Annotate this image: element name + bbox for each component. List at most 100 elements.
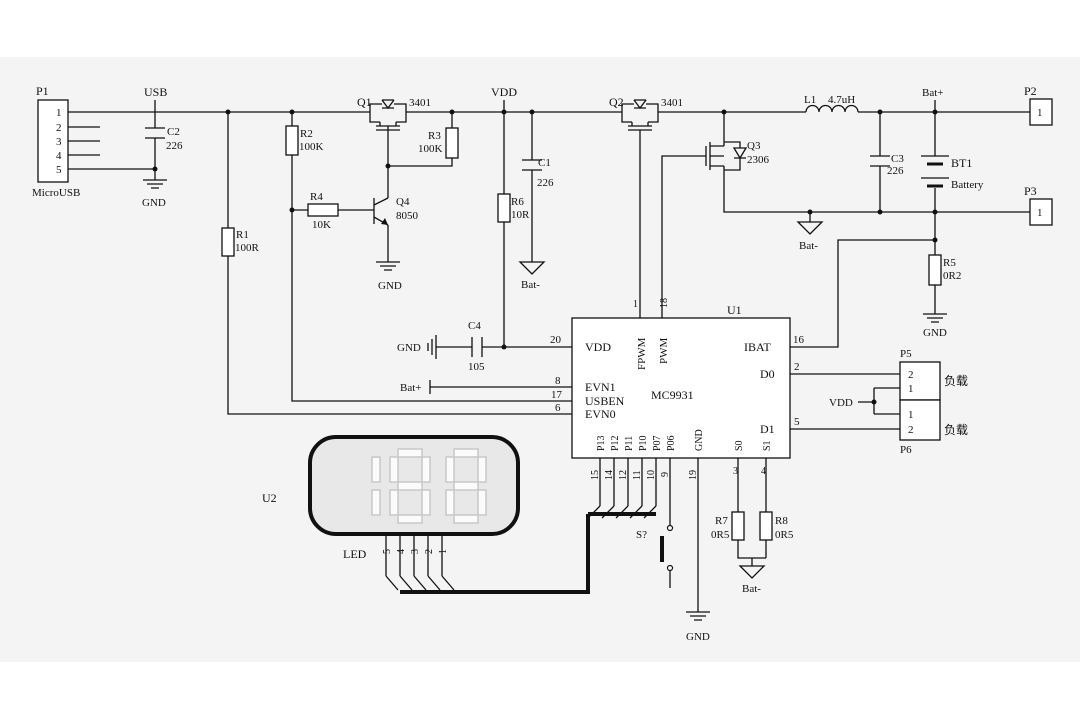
ic-u1: U1 MC9931 VDD EVN1 USBEN EVN0 IBAT D0 D1…: [550, 298, 805, 480]
resistor-r8: R8 0R5: [759, 511, 794, 541]
c3-value: 226: [887, 165, 904, 177]
u1-pinnum-p07: 10: [646, 470, 657, 480]
bt1-value: Battery: [951, 179, 984, 191]
p1-pin-1: 1: [56, 107, 62, 119]
c1-value: 226: [537, 177, 554, 189]
led-segment-g: [453, 481, 479, 491]
p3-pin-1: 1: [1037, 207, 1043, 219]
led-name: LED: [343, 547, 367, 561]
bat-minus-symbol-c1: Bat-: [518, 261, 546, 291]
r8-value: 0R5: [775, 529, 794, 541]
wires: [68, 111, 1030, 612]
gnd-label-c4: GND: [397, 342, 421, 354]
led-pin-1: 1: [438, 549, 449, 554]
battery-bt1: BT1 Battery: [921, 155, 984, 191]
u1-pin-fpwm: FPWM: [636, 337, 648, 370]
p2-pin-1: 1: [1037, 107, 1043, 119]
p6-ref: P6: [900, 444, 912, 456]
q2-ref: Q2: [609, 95, 624, 109]
capacitor-c3: C3 226: [870, 153, 904, 177]
inductor-l1: L1 4.7uH: [804, 94, 859, 113]
c1-ref: C1: [538, 157, 551, 169]
r4-ref: R4: [310, 191, 323, 203]
p5-label: 负载: [944, 374, 968, 388]
ground-symbol-p1: GND: [142, 179, 167, 209]
gnd-label-u1: GND: [686, 631, 710, 643]
u1-pin-s0: S0: [734, 440, 745, 451]
led-segment-c: [477, 489, 487, 516]
q4-ref: Q4: [396, 196, 410, 208]
c2-value: 226: [166, 140, 183, 152]
bat-minus-label-q3: Bat-: [799, 240, 818, 252]
u1-pin-p06: P06: [666, 435, 677, 451]
ground-symbol-u1: GND: [686, 611, 710, 643]
u1-pin-evn0: EVN0: [585, 407, 616, 421]
ground-symbol-c4: GND: [397, 335, 437, 359]
resistor-r5: R5 0R2: [928, 254, 961, 286]
u1-pinnum-p11: 12: [618, 470, 629, 480]
u1-pin-vdd: VDD: [585, 340, 611, 354]
gnd-label-p1: GND: [142, 197, 166, 209]
led-digits: [371, 448, 487, 524]
r7-ref: R7: [715, 515, 728, 527]
u1-pinnum-pwm: 18: [659, 298, 670, 308]
r8-ref: R8: [775, 515, 788, 527]
r1-value: 100R: [235, 242, 260, 254]
r5-ref: R5: [943, 257, 956, 269]
led-segment-c: [371, 489, 381, 516]
u1-pinnum-d1: 5: [794, 416, 800, 428]
led-segment-e: [445, 489, 455, 516]
led-segment-a: [453, 448, 479, 458]
u1-pin-gnd: GND: [694, 429, 705, 451]
p6-pin-1: 1: [908, 409, 914, 421]
q3-value: 2306: [747, 154, 770, 166]
gnd-label-q4: GND: [378, 280, 402, 292]
led-segment-f: [389, 456, 399, 483]
led-segment-a: [397, 448, 423, 458]
bat-minus-label-c1: Bat-: [521, 279, 540, 291]
resistor-r2: R2 100K: [285, 125, 324, 156]
r3-value: 100K: [418, 143, 443, 155]
net-usb-label: USB: [144, 85, 167, 99]
r7-value: 0R5: [711, 529, 730, 541]
c4-value: 105: [468, 361, 485, 373]
connector-p3: P3 1: [1024, 184, 1053, 226]
u1-pin-ibat: IBAT: [744, 340, 771, 354]
u1-pinnum-d0: 2: [794, 361, 800, 373]
ground-symbol-q4: GND: [376, 261, 402, 292]
u1-pinnum-p10: 11: [632, 470, 643, 480]
connector-p2: P2 1: [1024, 84, 1053, 126]
r3-ref: R3: [428, 130, 441, 142]
q3-ref: Q3: [747, 140, 761, 152]
p1-name: MicroUSB: [32, 187, 80, 199]
resistor-r4: R4 10K: [307, 191, 339, 231]
transistor-q3: Q3 2306: [705, 140, 770, 172]
capacitor-c1: C1 226: [522, 157, 554, 189]
u1-pin-p11: P11: [624, 436, 635, 451]
u1-pinnum-p12: 14: [604, 470, 615, 480]
u1-pin-p10: P10: [638, 435, 649, 451]
u1-pin-usben: USBEN: [585, 394, 625, 408]
p1-ref: P1: [36, 84, 49, 98]
u1-pin-p13: P13: [596, 435, 607, 451]
s1-ref: S?: [636, 529, 647, 541]
transistor-q2: Q2 3401: [609, 95, 683, 131]
switch-s1: S?: [636, 524, 674, 572]
transistor-q4: Q4 8050: [373, 196, 419, 226]
bat-minus-symbol-q3: Bat-: [796, 212, 824, 252]
bt1-ref: BT1: [951, 156, 972, 170]
u1-pin-s1: S1: [762, 440, 773, 451]
led-display-u2: U2 LED 5 4 3 2 1: [262, 435, 520, 561]
p1-pin-3: 3: [56, 136, 62, 148]
resistor-r6: R6 10R: [497, 193, 530, 223]
u1-pin-d1: D1: [760, 422, 775, 436]
led-pin-5: 5: [382, 549, 393, 554]
p6-pin-2: 2: [908, 424, 914, 436]
u1-pinnum-s0: 3: [733, 466, 738, 477]
c4-ref: C4: [468, 320, 481, 332]
bat-minus-symbol-u1: Bat-: [738, 565, 766, 595]
resistor-r3: R3 100K: [418, 127, 459, 159]
q2-value: 3401: [661, 97, 683, 109]
u1-pinnum-s1: 4: [761, 466, 766, 477]
l1-value: 4.7uH: [828, 94, 855, 106]
